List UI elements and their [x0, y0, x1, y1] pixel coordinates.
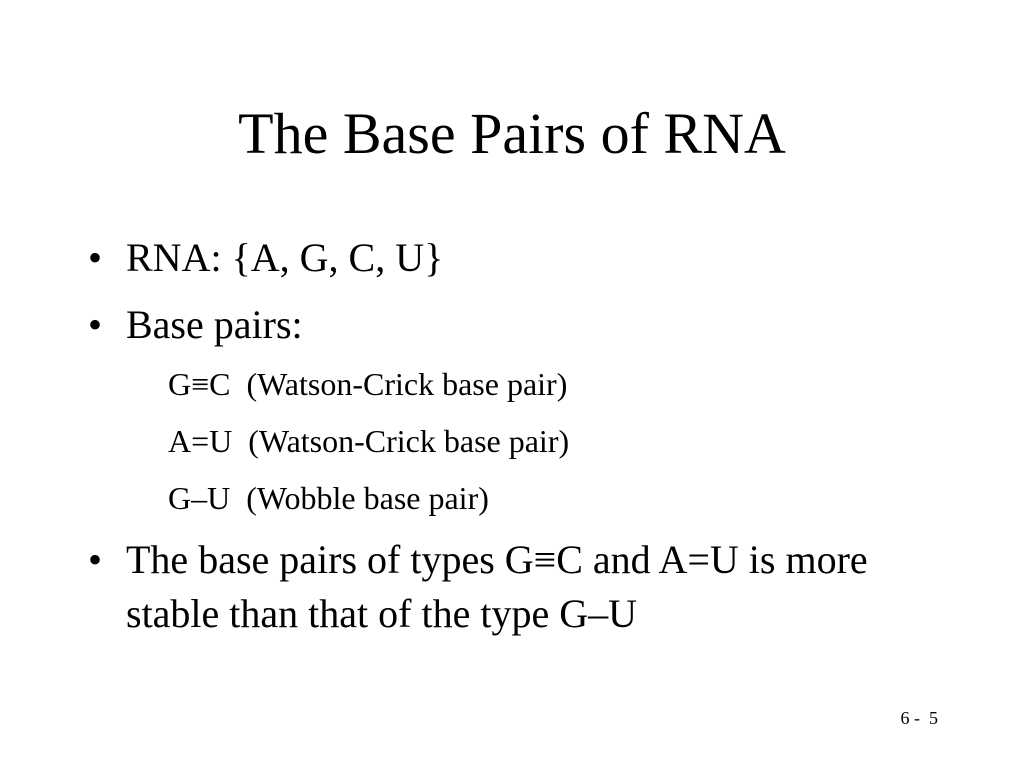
sub-item-au-pair: A=U (Watson-Crick base pair)	[168, 423, 570, 459]
bullet-dot: •	[88, 537, 103, 582]
bullet-text: RNA: {A, G, C, U}	[126, 235, 444, 280]
sub-item-gc-pair: G≡C (Watson-Crick base pair)	[168, 366, 568, 402]
page-number: 6 - 5	[900, 708, 939, 728]
bullet-text: The base pairs of types G≡C and A=U is m…	[126, 537, 868, 636]
sub-item-gu-pair: G–U (Wobble base pair)	[168, 480, 489, 516]
slide-title: The Base Pairs of RNA	[238, 101, 786, 166]
bullet-dot: •	[88, 235, 103, 280]
bullet-text: Base pairs:	[126, 302, 303, 347]
bullet-dot: •	[88, 302, 103, 347]
